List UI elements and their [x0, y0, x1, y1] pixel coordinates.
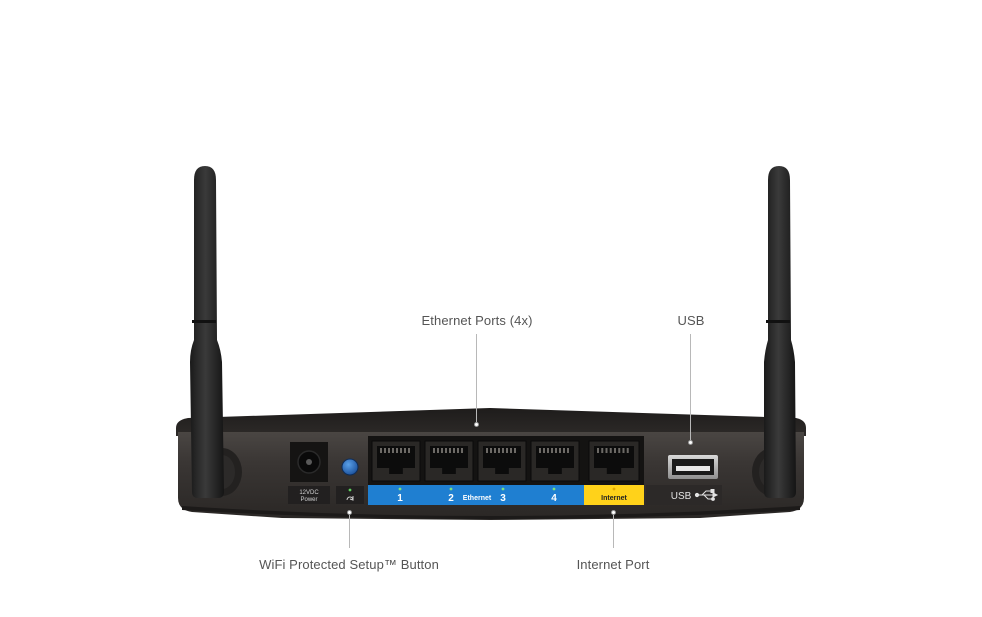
- ethernet-led-4: [552, 487, 556, 491]
- ethernet-port-4: [530, 440, 580, 482]
- internet-strip-label: Internet: [601, 495, 627, 502]
- power-label-line2: Power: [300, 497, 317, 503]
- usb-trident-icon: [694, 489, 719, 501]
- power-label-strip: [288, 486, 330, 504]
- port-4-label: 4: [551, 493, 557, 504]
- wps-icon: [346, 496, 354, 501]
- usb-port: [668, 455, 718, 479]
- ethernet-led-1: [398, 487, 402, 491]
- power-jack: [290, 442, 328, 482]
- port-1-label: 1: [397, 493, 403, 504]
- ethernet-ports-marker: [474, 422, 479, 427]
- usb-callout: USB: [677, 313, 705, 328]
- internet-label-strip: [584, 485, 644, 505]
- ethernet-led-2: [449, 487, 453, 491]
- wps-button[interactable]: [341, 458, 359, 476]
- ethernet-ports-callout: Ethernet Ports (4x): [421, 313, 533, 328]
- left-antenna: [190, 166, 224, 498]
- wps-marker: [347, 510, 352, 515]
- usb-leader-line: [690, 334, 691, 442]
- internet-port-jack: [588, 440, 640, 482]
- internet-port-marker: [611, 510, 616, 515]
- port-3-label: 3: [500, 493, 506, 504]
- ethernet-led-3: [501, 487, 505, 491]
- usb-strip-label: USB: [671, 491, 692, 502]
- router-top-lip: [176, 408, 806, 436]
- usb-marker: [688, 440, 693, 445]
- internet-port-leader-line: [613, 515, 614, 548]
- ethernet-strip-label: Ethernet: [463, 495, 492, 502]
- power-label-line1: 12VDC: [299, 490, 319, 496]
- ethernet-port-1: [371, 440, 421, 482]
- wps-button-callout: WiFi Protected Setup™ Button: [259, 557, 439, 572]
- ethernet-label-strip: [368, 485, 584, 505]
- ethernet-port-3: [477, 440, 527, 482]
- ethernet-ports-leader-line: [476, 334, 477, 424]
- internet-port-callout: Internet Port: [576, 557, 650, 572]
- wps-leader-line: [349, 515, 350, 548]
- right-antenna: [764, 166, 796, 498]
- ethernet-port-2: [424, 440, 474, 482]
- port-2-label: 2: [448, 493, 454, 504]
